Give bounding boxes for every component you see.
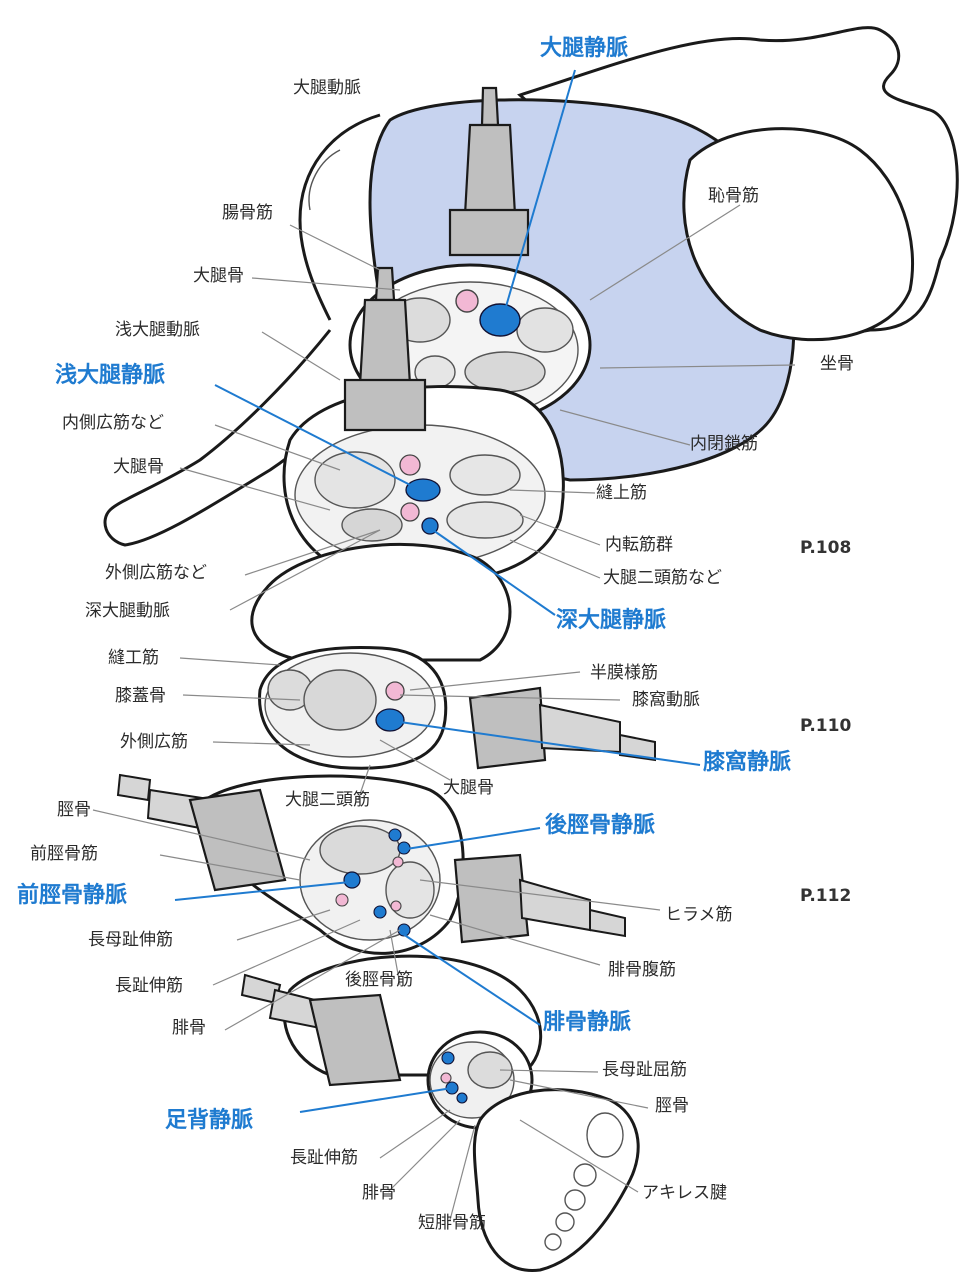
label-pectineus: 恥骨筋	[708, 188, 759, 205]
label-posterior-tibial-vein: 後脛骨静脈	[545, 815, 655, 837]
label-deep-femoral-artery: 深大腿動脈	[85, 603, 170, 620]
section-distal-thigh	[252, 544, 510, 660]
label-achilles-tendon: アキレス腱	[642, 1185, 727, 1202]
ultrasound-probe-3	[470, 688, 655, 768]
label-adductors: 内転筋群	[605, 537, 673, 554]
label-obturator-internus: 内閉鎖筋	[690, 436, 758, 453]
label-vastus-lateralis-mid: 外側広筋など	[105, 565, 207, 582]
label-extensor-hallucis-longus: 長母趾伸筋	[88, 932, 173, 949]
label-great-saphenous-vein: 大腿静脈	[540, 38, 628, 60]
label-tibialis-posterior: 後脛骨筋	[345, 972, 413, 989]
label-femur-mid: 大腿骨	[113, 459, 164, 476]
label-patella: 膝蓋骨	[115, 688, 166, 705]
label-gastrocnemius: 腓骨腹筋	[608, 962, 676, 979]
label-peroneus-brevis: 短腓骨筋	[418, 1215, 486, 1232]
label-flexor-hallucis-longus: 長母趾屈筋	[602, 1062, 687, 1079]
label-fibula-leg: 腓骨	[172, 1020, 206, 1037]
foot	[474, 1090, 638, 1271]
label-femoral-artery-top: 大腿動脈	[293, 80, 361, 97]
label-ischium: 坐骨	[820, 356, 854, 373]
label-sartorius-mid: 縫上筋	[596, 485, 647, 502]
label-biceps-femoris-knee: 大腿二頭筋	[285, 792, 370, 809]
label-popliteal-artery: 膝窩動脈	[632, 692, 700, 709]
label-iliopsoas: 腸骨筋	[222, 205, 273, 222]
label-popliteal-vein: 膝窩静脈	[703, 752, 791, 774]
femoral-vein-section	[480, 304, 520, 336]
label-vastus-lateralis-knee: 外側広筋	[120, 734, 188, 751]
page-ref-108: P.108	[800, 540, 851, 557]
page-ref-110: P.110	[800, 718, 851, 735]
label-extensor-digitorum-longus-ankle: 長趾伸筋	[290, 1150, 358, 1167]
label-deep-femoral-vein: 深大腿静脈	[556, 610, 666, 632]
label-peroneal-vein: 腓骨静脈	[543, 1012, 631, 1034]
femoral-artery-section	[456, 290, 478, 312]
label-biceps-femoris-mid: 大腿二頭筋など	[603, 570, 722, 587]
label-femur-knee: 大腿骨	[443, 780, 494, 797]
label-tibia-leg: 脛骨	[57, 802, 91, 819]
section-knee	[260, 647, 446, 768]
label-dorsalis-pedis-vein: 足背静脈	[165, 1110, 253, 1132]
label-superficial-femoral-vein: 浅大腿静脈	[55, 365, 165, 387]
ultrasound-probe-5	[455, 855, 625, 942]
label-tibia-ankle: 脛骨	[655, 1098, 689, 1115]
label-anterior-tibial-vein: 前脛骨静脈	[17, 885, 127, 907]
label-sartorius-knee: 縫工筋	[108, 650, 159, 667]
label-soleus: ヒラメ筋	[665, 907, 733, 924]
label-femur-top: 大腿骨	[193, 268, 244, 285]
label-vastus-medialis: 内側広筋など	[62, 415, 164, 432]
page-ref-112: P.112	[800, 888, 851, 905]
label-fibula-ankle: 腓骨	[362, 1185, 396, 1202]
label-semimembranosus: 半膜様筋	[590, 665, 658, 682]
label-extensor-digitorum-longus-leg: 長趾伸筋	[115, 978, 183, 995]
label-superficial-femoral-artery: 浅大腿動脈	[115, 322, 200, 339]
label-tibialis-anterior: 前脛骨筋	[30, 846, 98, 863]
